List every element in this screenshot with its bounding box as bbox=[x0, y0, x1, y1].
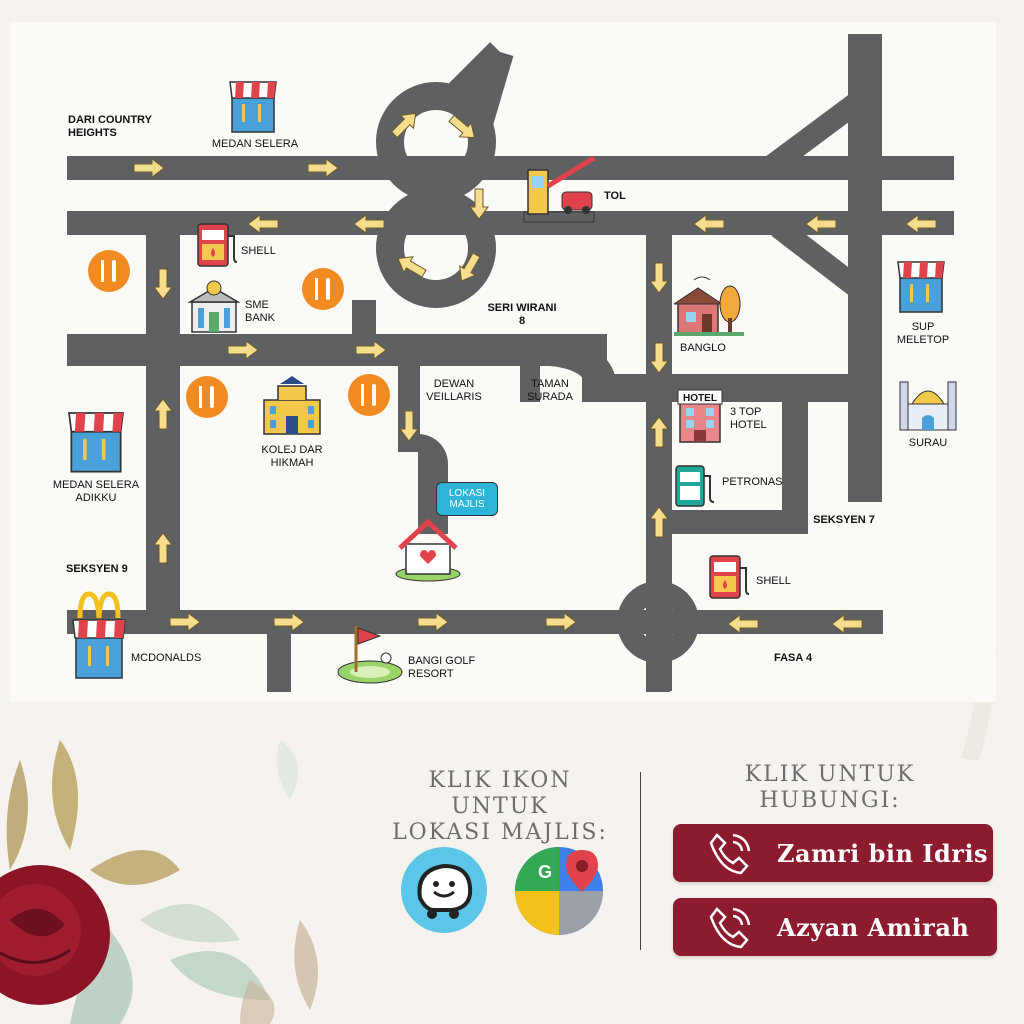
label-dewan-veillaris: DEWAN VEILLARIS bbox=[426, 378, 482, 403]
label-medan-selera: MEDAN SELERA bbox=[211, 138, 299, 150]
direction-arrow bbox=[306, 158, 340, 178]
svg-text:G: G bbox=[538, 862, 552, 882]
map-panel: HOTEL LOKASI MAJLIS bbox=[10, 22, 996, 702]
label-tol: TOL bbox=[604, 190, 626, 202]
direction-arrow bbox=[226, 340, 260, 360]
fuel-pump-icon bbox=[196, 220, 240, 268]
bank-icon bbox=[188, 280, 240, 334]
label-mcdonalds: MCDONALDS bbox=[131, 652, 202, 664]
direction-arrow bbox=[452, 248, 486, 287]
restaurant-icon bbox=[896, 256, 946, 314]
direction-arrow bbox=[153, 397, 173, 431]
school-icon bbox=[260, 374, 324, 438]
food-icon bbox=[88, 250, 130, 292]
direction-arrow bbox=[649, 341, 669, 375]
direction-arrow bbox=[354, 340, 388, 360]
navigate-heading-line2: LOKASI MAJLIS: bbox=[392, 820, 608, 845]
direction-arrow bbox=[391, 249, 430, 283]
label-dari-country-heights: DARI COUNTRY HEIGHTS bbox=[68, 114, 152, 139]
direction-arrow bbox=[399, 409, 419, 443]
label-seri-wirani: SERI WIRANI 8 bbox=[487, 302, 557, 327]
google-maps-icon[interactable]: G bbox=[514, 846, 604, 936]
direction-arrow bbox=[649, 415, 669, 449]
lokasi-majlis-label: LOKASI MAJLIS bbox=[448, 488, 486, 510]
label-bangi-golf-resort: BANGI GOLF RESORT bbox=[408, 655, 476, 680]
phone-icon bbox=[709, 833, 751, 875]
road-stub-1 bbox=[352, 300, 376, 350]
fuel-pump-icon bbox=[674, 462, 718, 508]
navigate-heading: KLIK IKON UNTUK LOKASI MAJLIS: bbox=[380, 768, 620, 846]
hotel-icon: HOTEL bbox=[674, 388, 726, 444]
contact-name-zamri: Zamri bin Idris bbox=[777, 838, 989, 868]
label-medan-selera-adikku: MEDAN SELERA ADIKKU bbox=[52, 479, 140, 504]
road-taman bbox=[520, 366, 540, 402]
label-sme-bank: SME BANK bbox=[245, 299, 275, 324]
road-seksyen7-h bbox=[646, 510, 808, 534]
road-bottom-stub-1 bbox=[267, 622, 291, 692]
road-curves bbox=[376, 42, 867, 663]
label-shell-bottom: SHELL bbox=[756, 575, 791, 587]
direction-arrow bbox=[386, 105, 424, 143]
road-hotel-v bbox=[782, 374, 808, 534]
house-icon bbox=[674, 274, 744, 338]
label-sup-meletop: SUP MELETOP bbox=[896, 321, 950, 346]
label-kolej-dar-hikmah: KOLEJ DAR HIKMAH bbox=[261, 444, 323, 469]
label-taman-surada: TAMAN SURADA bbox=[527, 378, 573, 403]
restaurant-icon bbox=[66, 406, 126, 474]
direction-arrow bbox=[132, 158, 166, 178]
contact-heading-line2: HUBUNGI: bbox=[759, 788, 901, 813]
label-shell: SHELL bbox=[241, 245, 276, 257]
direction-arrow bbox=[692, 214, 726, 234]
direction-arrow bbox=[246, 214, 280, 234]
label-fasa-4: FASA 4 bbox=[774, 652, 813, 664]
direction-arrow bbox=[649, 261, 669, 295]
direction-arrow bbox=[649, 505, 669, 539]
direction-arrow bbox=[153, 531, 173, 565]
label-seksyen-7: SEKSYEN 7 bbox=[813, 514, 875, 526]
mosque-icon bbox=[898, 372, 958, 432]
contact-heading-line1: KLIK UNTUK bbox=[744, 762, 916, 787]
phone-icon bbox=[709, 907, 751, 949]
label-banglo: BANGLO bbox=[680, 342, 726, 354]
contact-heading: KLIK UNTUK HUBUNGI: bbox=[720, 762, 940, 814]
road-top bbox=[67, 156, 954, 180]
contact-name-azyan: Azyan Amirah bbox=[777, 912, 970, 942]
direction-arrow bbox=[544, 612, 578, 632]
label-seksyen-9: SEKSYEN 9 bbox=[66, 563, 128, 575]
floral-decoration bbox=[0, 740, 318, 1024]
direction-arrow bbox=[416, 612, 450, 632]
direction-arrow bbox=[352, 214, 386, 234]
lokasi-majlis-bubble[interactable]: LOKASI MAJLIS bbox=[436, 482, 498, 516]
food-icon bbox=[186, 376, 228, 418]
house-icon[interactable] bbox=[394, 516, 462, 582]
section-divider bbox=[640, 772, 641, 950]
direction-arrow bbox=[726, 614, 760, 634]
direction-arrow bbox=[444, 109, 483, 146]
restaurant-icon bbox=[70, 590, 128, 682]
contact-button-azyan[interactable]: Azyan Amirah bbox=[673, 898, 997, 956]
toll-gate-icon bbox=[522, 152, 598, 226]
restaurant-icon bbox=[228, 76, 278, 134]
hotel-sign-text: HOTEL bbox=[683, 393, 717, 404]
label-3-top-hotel: 3 TOP HOTEL bbox=[730, 406, 767, 431]
fuel-pump-icon bbox=[708, 552, 752, 600]
label-surau: SURAU bbox=[908, 437, 948, 449]
direction-arrow bbox=[904, 214, 938, 234]
direction-arrow bbox=[153, 267, 173, 301]
golf-flag-icon bbox=[336, 622, 406, 686]
direction-arrow bbox=[830, 614, 864, 634]
road-dewan bbox=[398, 352, 420, 452]
food-icon bbox=[348, 374, 390, 416]
direction-arrow bbox=[168, 612, 202, 632]
direction-arrow bbox=[272, 612, 306, 632]
contact-button-zamri[interactable]: Zamri bin Idris bbox=[673, 824, 993, 882]
food-icon bbox=[302, 268, 344, 310]
direction-arrow bbox=[804, 214, 838, 234]
direction-arrow bbox=[469, 187, 489, 221]
label-petronas: PETRONAS bbox=[722, 476, 783, 488]
waze-icon[interactable] bbox=[400, 846, 488, 934]
navigate-heading-line1: KLIK IKON UNTUK bbox=[428, 768, 572, 819]
